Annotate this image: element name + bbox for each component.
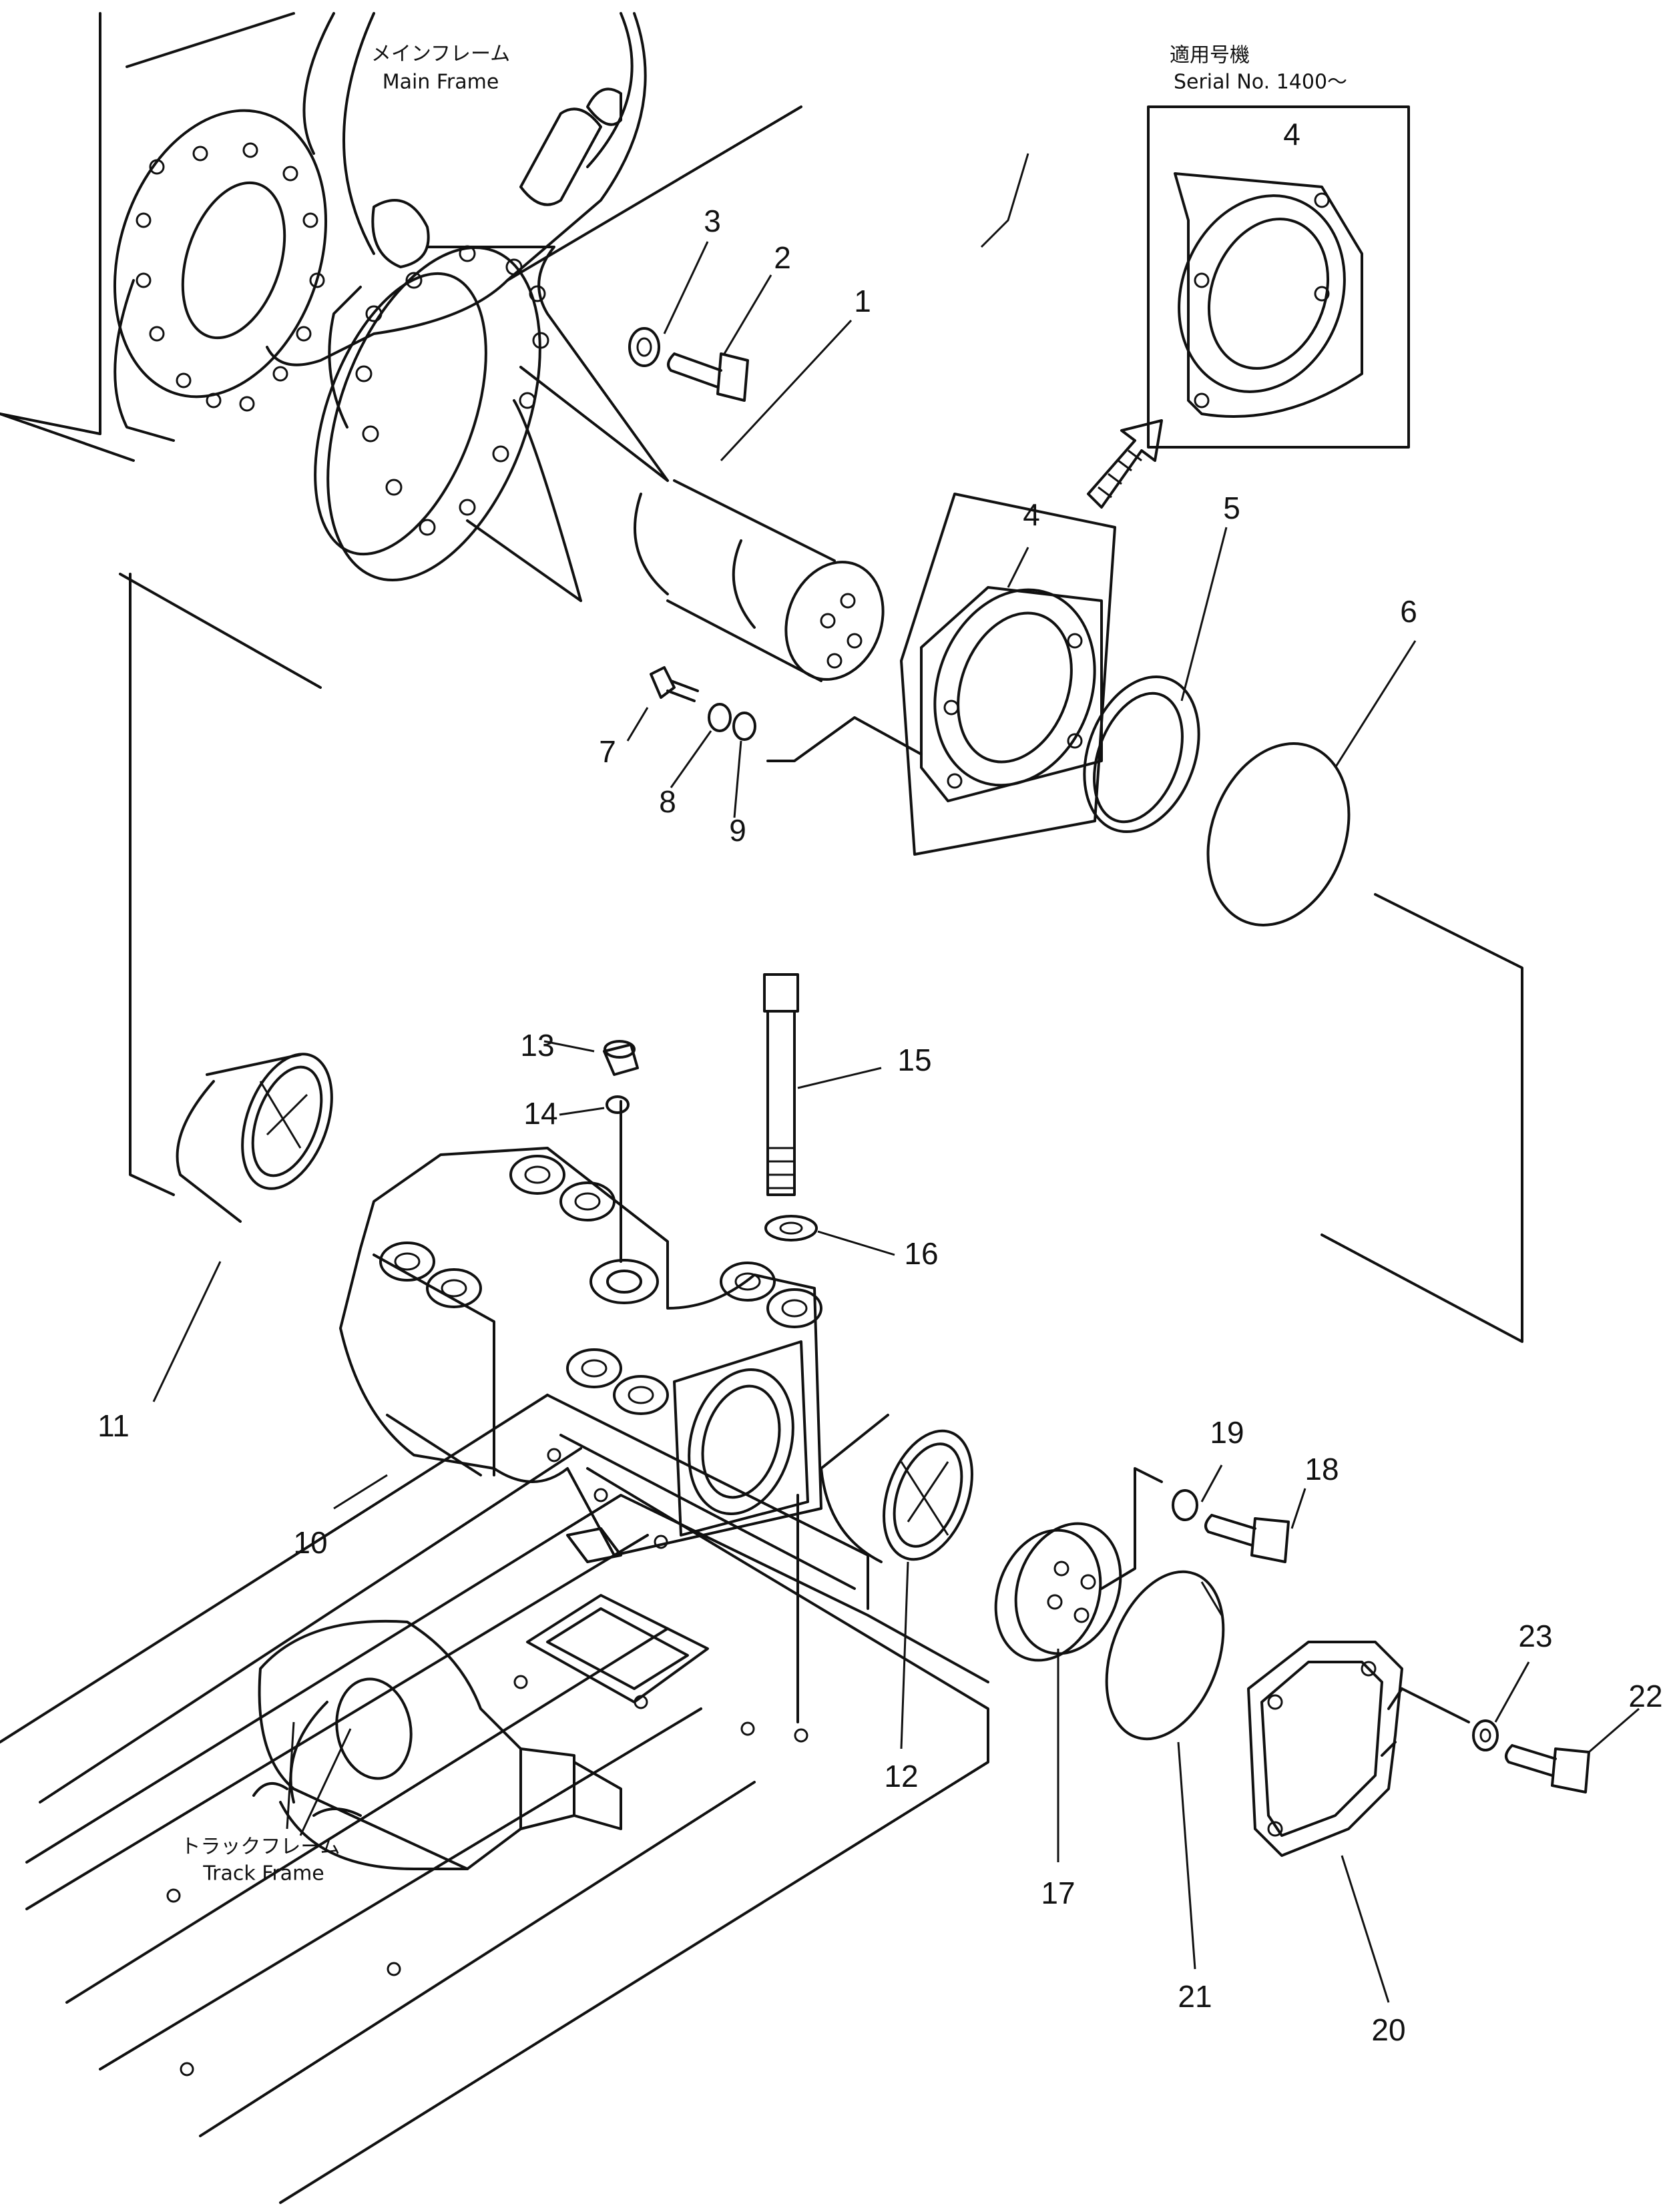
main-frame-caption-jp: メインフレーム: [371, 43, 510, 66]
bolt-2: [667, 352, 749, 402]
part-label-17: 17: [1041, 1876, 1075, 1910]
part-label-18: 18: [1304, 1452, 1339, 1486]
part-label-20: 20: [1371, 2012, 1405, 2047]
part-label-15: 15: [897, 1043, 931, 1077]
main-frame-caption-en: Main Frame: [383, 71, 499, 94]
guide-line-right: [1321, 893, 1523, 1343]
part-label-10: 10: [293, 1525, 327, 1560]
serial-caption-en: Serial No. 1400～: [1174, 71, 1347, 94]
pivot-housing-10: [339, 1100, 822, 1723]
part-label-1: 1: [854, 284, 871, 318]
o-ring-21: [1105, 1570, 1225, 1741]
washer-19: [1172, 1489, 1198, 1521]
part-label-9: 9: [729, 813, 746, 848]
hatched-arrow: [1087, 419, 1163, 509]
track-frame-caption-en: Track Frame: [202, 1862, 324, 1886]
part-label-19: 19: [1210, 1415, 1244, 1450]
part-label-22: 22: [1628, 1679, 1662, 1713]
guide-line-upper-left: [119, 573, 322, 689]
bolt-22: [1505, 1744, 1590, 1793]
track-frame: [0, 1394, 989, 2204]
part-label-6: 6: [1400, 594, 1417, 629]
part-label-13: 13: [520, 1028, 554, 1063]
cap-17: [994, 1467, 1163, 1662]
retainer-group: [650, 493, 1351, 926]
washer-16: [764, 1215, 818, 1241]
part-label-8: 8: [659, 784, 676, 819]
serial-inset: [1147, 105, 1410, 449]
guide-line-left: [129, 573, 175, 1196]
part-label-16: 16: [904, 1236, 938, 1271]
part-label-4-inset: 4: [1283, 117, 1300, 152]
pivot-shaft: [314, 245, 885, 682]
part-label-11: 11: [97, 1408, 130, 1443]
bolt-15: [763, 973, 799, 1196]
main-frame: [0, 12, 802, 462]
washer-3: [628, 327, 660, 367]
part-label-23: 23: [1518, 1619, 1552, 1653]
part-label-2: 2: [774, 240, 791, 275]
bushing-12: [820, 1414, 973, 1563]
bushing-11: [176, 1053, 333, 1223]
washer-23: [1472, 1719, 1499, 1751]
part-label-7: 7: [599, 734, 616, 769]
plug-13: [603, 1040, 639, 1076]
part-label-3: 3: [704, 204, 721, 238]
part-label-12: 12: [884, 1759, 918, 1793]
o-ring-14: [606, 1095, 630, 1114]
part-label-14: 14: [523, 1096, 557, 1131]
part-label-4: 4: [1023, 497, 1040, 532]
cover-20: [1247, 1641, 1470, 1857]
leader-lines: [152, 153, 1640, 2003]
part-label-21: 21: [1178, 1979, 1212, 2014]
part-label-5: 5: [1223, 491, 1240, 525]
track-frame-caption-jp: トラックフレーム: [180, 1836, 340, 1859]
serial-caption-jp: 適用号機: [1170, 44, 1250, 67]
bolt-18: [1204, 1514, 1290, 1563]
